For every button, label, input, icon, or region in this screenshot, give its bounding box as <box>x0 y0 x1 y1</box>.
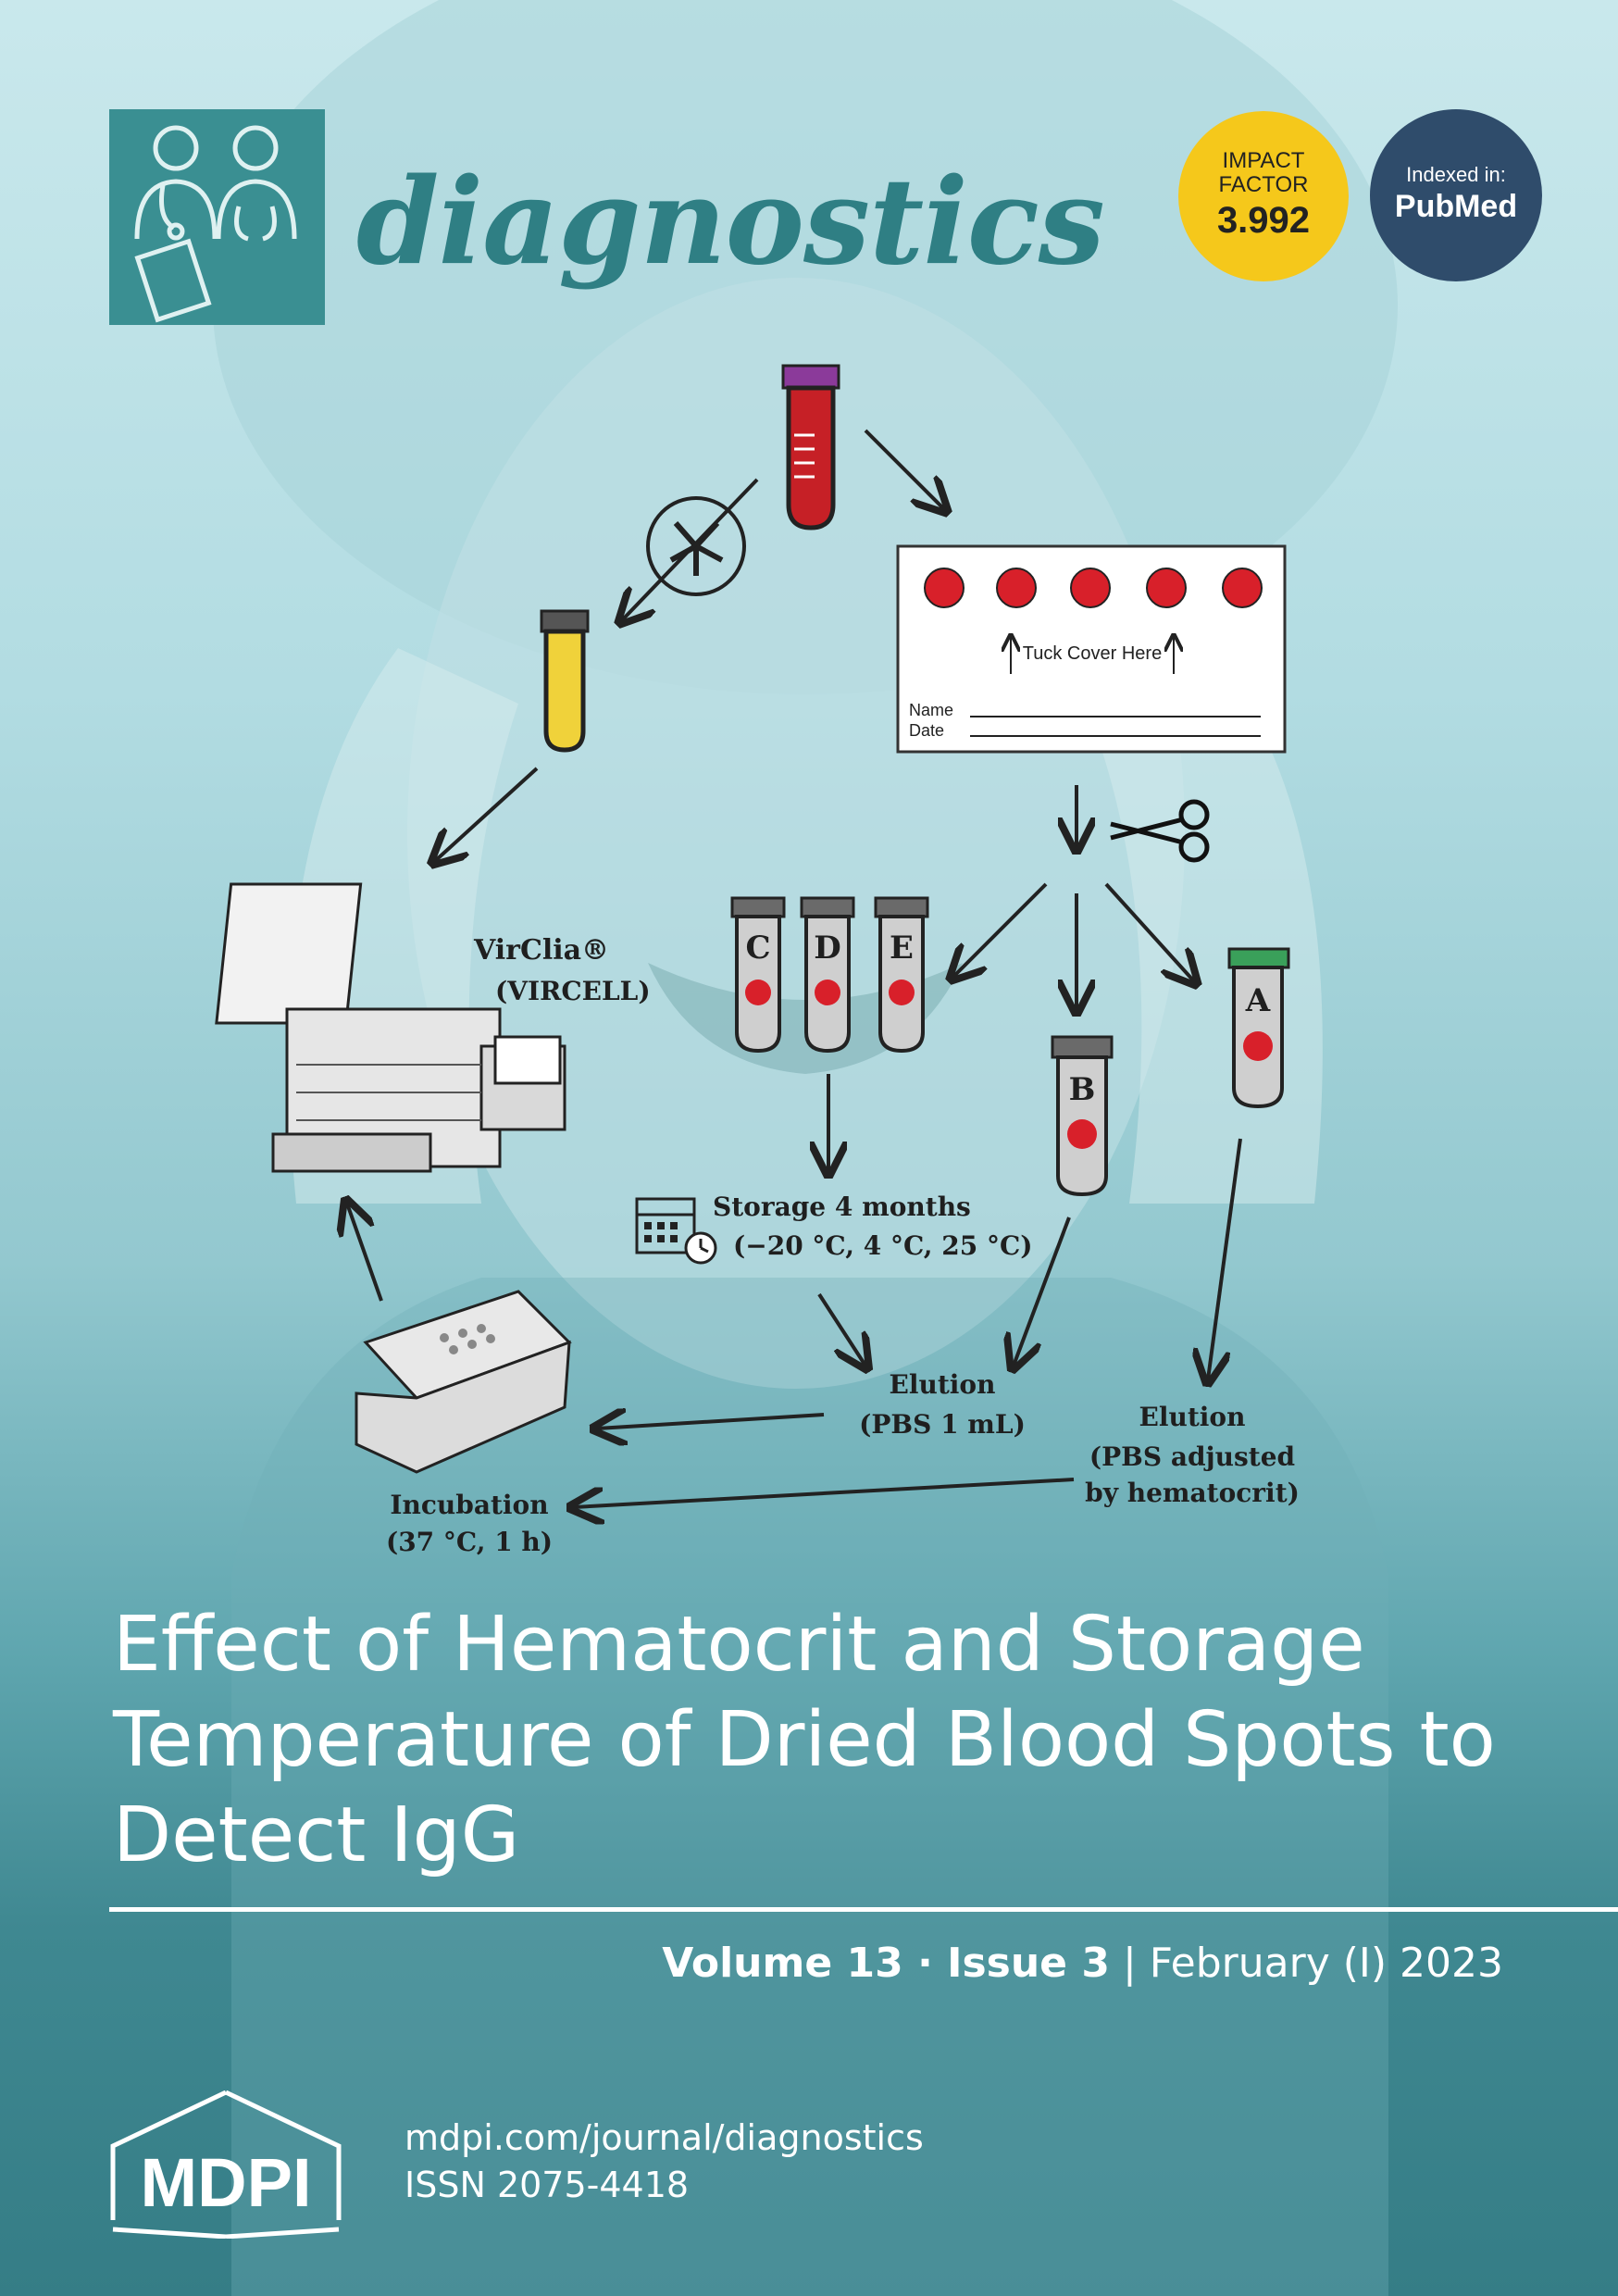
elution-b-label-2: (PBS adjusted <box>1089 1441 1295 1472</box>
indexed-label: Indexed in: <box>1406 163 1506 186</box>
blood-spot-card: Tuck Cover Here Name Date <box>896 544 1287 754</box>
elution-b-label-3: by hematocrit) <box>1085 1478 1300 1508</box>
tube-a-label: A <box>1245 982 1271 1019</box>
blood-tube-icon <box>781 364 840 530</box>
card-tuck-label: Tuck Cover Here <box>1023 643 1162 664</box>
tube-a: A <box>1227 947 1290 1109</box>
card-date-label: Date <box>909 721 944 740</box>
issue-separator: · <box>902 1940 948 1987</box>
card-name-label: Name <box>909 701 953 719</box>
calendar-icon <box>635 1197 717 1265</box>
virclia-analyzer-icon <box>215 882 566 1173</box>
virclia-label: VirClia® <box>473 934 609 967</box>
tube-e-label: E <box>890 930 914 967</box>
tube-d-label: D <box>814 930 840 967</box>
issue-date: February (I) 2023 <box>1149 1940 1503 1987</box>
tube-c-label: C <box>745 930 770 967</box>
elution-a-label-2: (PBS 1 mL) <box>859 1409 1026 1440</box>
issn: ISSN 2075-4418 <box>404 2165 690 2205</box>
impact-value: 3.992 <box>1216 200 1311 241</box>
storage-label-1: Storage 4 months <box>713 1192 971 1222</box>
journal-logo <box>109 109 325 325</box>
issue-line: Volume 13 · Issue 3 | February (I) 2023 <box>662 1940 1503 1987</box>
impact-factor-badge: IMPACT FACTOR 3.992 <box>1178 111 1349 281</box>
title-divider <box>109 1907 1618 1912</box>
incubator-icon <box>355 1290 572 1474</box>
pubmed-label: PubMed <box>1394 189 1518 224</box>
doctor-patient-icon <box>134 125 297 323</box>
impact-label-1: IMPACT <box>1222 148 1305 173</box>
article-title: Effect of Hematocrit and Storage Tempera… <box>113 1601 1496 1879</box>
tube-d: D <box>800 896 855 1054</box>
pubmed-badge: Indexed in: PubMed <box>1370 109 1542 281</box>
incubation-label-2: (37 °C, 1 h) <box>386 1527 553 1557</box>
tube-b-label: B <box>1069 1071 1096 1108</box>
mdpi-wordmark: MDPI <box>141 2144 312 2221</box>
journal-url[interactable]: mdpi.com/journal/diagnostics <box>404 2117 924 2158</box>
mdpi-logo: MDPI <box>110 2090 342 2239</box>
volume-label: Volume 13 <box>662 1940 903 1987</box>
elution-b-label-1: Elution <box>1139 1402 1246 1432</box>
tube-c: C <box>730 896 786 1054</box>
serum-tube-icon <box>540 609 590 753</box>
incubation-label-1: Incubation <box>390 1490 548 1520</box>
elution-a-label-1: Elution <box>890 1369 996 1400</box>
journal-name: diagnostics <box>356 153 1105 292</box>
date-separator: | <box>1109 1940 1150 1987</box>
tube-e: E <box>874 896 929 1054</box>
scissors-icon <box>1110 799 1210 863</box>
tube-b: B <box>1051 1035 1114 1197</box>
storage-label-2: (−20 °C, 4 °C, 25 °C) <box>733 1230 1032 1261</box>
issue-label: Issue 3 <box>947 1940 1110 1987</box>
impact-label-2: FACTOR <box>1218 172 1309 197</box>
vircell-label: (VIRCELL) <box>495 976 651 1006</box>
